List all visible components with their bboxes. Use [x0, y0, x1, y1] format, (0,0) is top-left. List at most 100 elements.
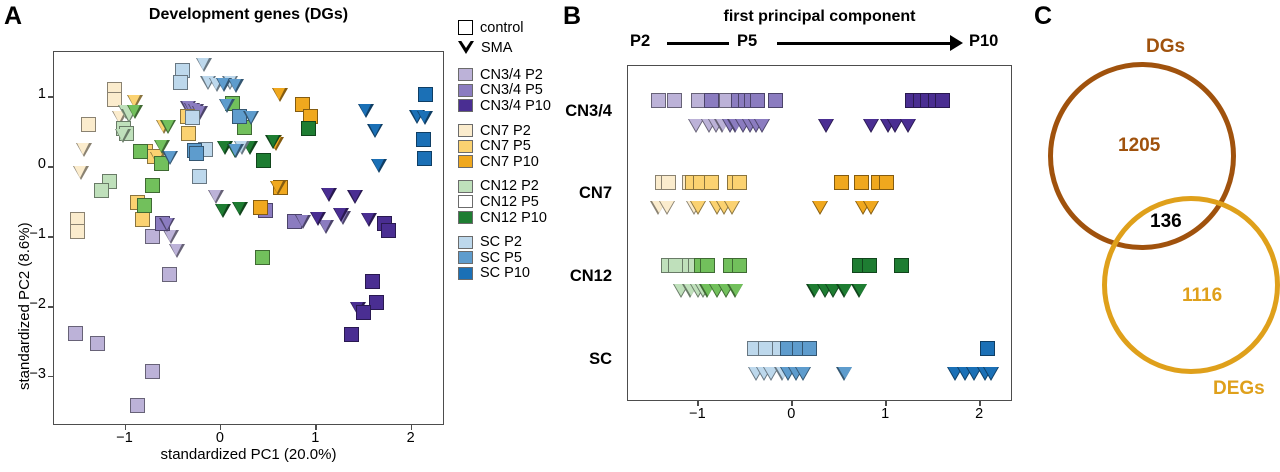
panel-b-plot-area	[627, 65, 1012, 401]
legend-color-swatch	[458, 266, 473, 280]
data-point-triangle	[228, 143, 245, 158]
data-point-triangle	[114, 128, 131, 143]
legend-color-label: SC P2	[480, 234, 522, 251]
data-point-square	[161, 266, 177, 282]
panel-a: A Development genes (DGs) standardized P…	[0, 0, 555, 472]
data-point-square	[418, 87, 434, 103]
data-point-triangle	[127, 105, 144, 120]
data-point-square	[90, 336, 106, 351]
legend-color-label: SC P10	[480, 265, 530, 282]
legend-shape-label: control	[480, 19, 524, 36]
data-point-triangle	[320, 187, 337, 202]
data-point-triangle	[265, 135, 282, 150]
panel-b-x-tick-label: 2	[975, 406, 984, 422]
legend-color-item: CN7 P10	[458, 154, 553, 170]
data-point-square	[180, 125, 196, 141]
legend-color-swatch	[458, 68, 473, 82]
strip-triangle	[658, 200, 676, 216]
panel-b-row-label: CN3/4	[565, 102, 612, 120]
legend-color-label: CN12 P5	[480, 193, 539, 210]
legend-color-item: SC P5	[458, 250, 553, 266]
data-point-square	[184, 109, 200, 125]
panel-a-x-tick-label: 1	[311, 430, 320, 446]
legend-group-spacer	[458, 170, 553, 179]
strip-square	[750, 92, 766, 108]
data-point-triangle	[159, 217, 176, 232]
panel-b-arrow-label-p2: P2	[630, 32, 651, 50]
panel-b-x-tick-mark	[979, 401, 981, 406]
panel-b-x-tick-label: −1	[689, 406, 706, 422]
data-point-triangle	[208, 189, 225, 204]
strip-triangle	[795, 366, 812, 382]
legend-color-swatch	[458, 99, 473, 113]
legend-color-item: CN3/4 P2	[458, 67, 553, 83]
data-point-triangle	[357, 103, 374, 118]
data-point-triangle	[416, 111, 433, 126]
legend-color-swatch	[458, 83, 473, 97]
strip-square	[757, 340, 773, 356]
legend-color-swatch	[458, 124, 473, 138]
data-point-triangle	[371, 158, 388, 173]
strip-square	[700, 257, 716, 273]
venn-count-intersection: 136	[1150, 211, 1182, 232]
strip-square	[893, 257, 909, 273]
data-point-square	[416, 151, 432, 167]
panel-a-plot-area	[53, 51, 444, 425]
panel-a-x-tick-mark	[219, 425, 222, 430]
venn-circle-degs	[1102, 196, 1280, 374]
data-point-square	[133, 144, 149, 160]
legend-color-item: CN12 P10	[458, 210, 553, 226]
data-point-square	[144, 229, 160, 245]
data-point-triangle	[218, 98, 235, 113]
panel-b-x-tick-mark	[791, 401, 793, 406]
panel-a-title: Development genes (DGs)	[148, 6, 349, 23]
data-point-square	[368, 294, 384, 310]
data-point-square	[70, 224, 86, 240]
strip-square	[861, 257, 877, 273]
data-point-square	[192, 168, 208, 184]
panel-a-y-tick-mark	[48, 376, 53, 378]
panel-a-y-tick-mark	[48, 236, 53, 238]
strip-square	[878, 174, 894, 190]
data-point-triangle	[272, 88, 289, 103]
strip-square	[833, 174, 849, 190]
data-point-square	[255, 250, 271, 266]
panel-b-x-tick-mark	[885, 401, 887, 406]
strip-square	[854, 174, 870, 190]
legend-shape-item: control	[458, 18, 553, 37]
strip-square	[935, 92, 951, 108]
data-point-square	[144, 178, 160, 194]
data-point-square	[94, 182, 110, 198]
data-point-triangle	[195, 58, 212, 73]
data-point-triangle	[162, 150, 179, 165]
data-point-square	[137, 198, 153, 214]
strip-triangle	[688, 118, 705, 134]
legend-color-item: CN12 P5	[458, 194, 553, 210]
legend-shape-label: SMA	[481, 39, 513, 56]
data-point-square	[295, 96, 311, 112]
legend-color-item: CN3/4 P5	[458, 82, 553, 98]
arrow-segment-right	[777, 42, 952, 45]
strip-triangle	[836, 283, 853, 299]
triangle-down-outline-icon	[458, 39, 474, 54]
panel-a-y-tick-label: 0	[37, 156, 46, 173]
legend-color-label: CN7 P5	[480, 138, 531, 155]
panel-a-y-tick-label: −1	[29, 226, 46, 243]
legend-group-spacer	[458, 114, 553, 123]
data-point-triangle	[360, 213, 377, 228]
strip-triangle	[727, 283, 744, 299]
data-point-square	[144, 363, 160, 379]
venn-count-dgs-only: 1205	[1118, 135, 1161, 156]
data-point-square	[356, 304, 372, 320]
data-point-square	[365, 273, 381, 289]
legend-color-swatch	[458, 211, 473, 225]
strip-triangle	[753, 118, 771, 134]
legend-color-label: CN12 P10	[480, 209, 547, 226]
legend-color-label: CN7 P10	[480, 153, 539, 170]
data-point-triangle	[294, 214, 311, 229]
strip-square	[732, 257, 748, 273]
strip-triangle	[812, 200, 829, 216]
data-point-square	[381, 222, 397, 238]
